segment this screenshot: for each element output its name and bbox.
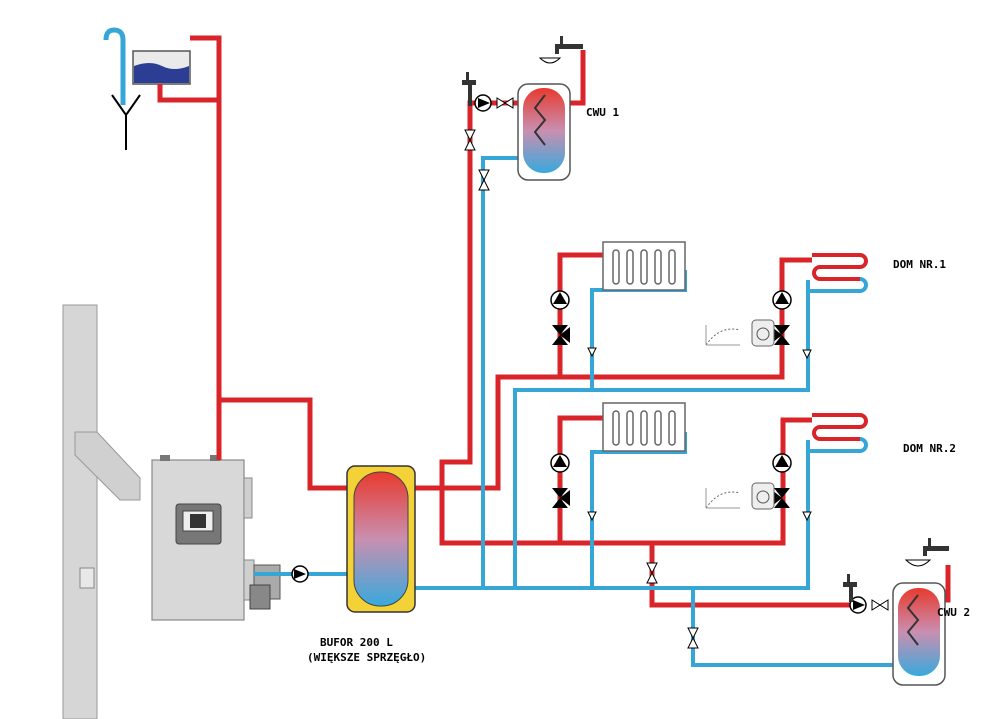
three-way-valve-icon	[772, 325, 790, 345]
chimney	[62, 304, 141, 719]
cwu1-label: CWU 1	[586, 106, 620, 119]
buffer-label: BUFOR 200 L	[320, 636, 393, 649]
pellet-burner	[249, 564, 281, 610]
buffer-tank	[346, 465, 416, 613]
cwu2-tank	[892, 582, 946, 686]
dom2-label: DOM NR.2	[903, 442, 956, 455]
floor-heating-coil-icon	[808, 253, 868, 293]
expansion-tank	[103, 27, 191, 150]
tap-icon	[843, 574, 857, 602]
radiator-icon	[602, 241, 686, 291]
valve-icon	[464, 97, 889, 649]
tap-icon	[904, 538, 949, 567]
cwu1-tank	[517, 83, 571, 181]
dom1-label: DOM NR.1	[893, 258, 946, 271]
boiler	[151, 455, 281, 621]
floor-heating-coil-icon	[808, 413, 868, 453]
tap-icon	[538, 36, 583, 64]
controller-panel-icon	[175, 503, 222, 545]
pump-icon	[291, 565, 309, 583]
cwu2-label: CWU 2	[937, 606, 971, 619]
pump-icon	[474, 94, 492, 112]
pump-icon	[550, 453, 570, 473]
tap-icon	[462, 72, 476, 106]
pump-icon	[849, 596, 867, 614]
buffer-sublabel: (WIĘKSZE SPRZĘGŁO)	[307, 651, 427, 664]
three-way-valve-icon	[552, 325, 570, 345]
three-way-valve-icon	[552, 488, 570, 508]
pump-icon	[550, 290, 570, 310]
room-thermostat-icon	[705, 482, 775, 510]
room-thermostat-icon	[705, 319, 775, 347]
three-way-valve-icon	[772, 488, 790, 508]
pump-icon	[772, 290, 792, 310]
radiator-icon	[602, 402, 686, 452]
pump-icon	[772, 453, 792, 473]
